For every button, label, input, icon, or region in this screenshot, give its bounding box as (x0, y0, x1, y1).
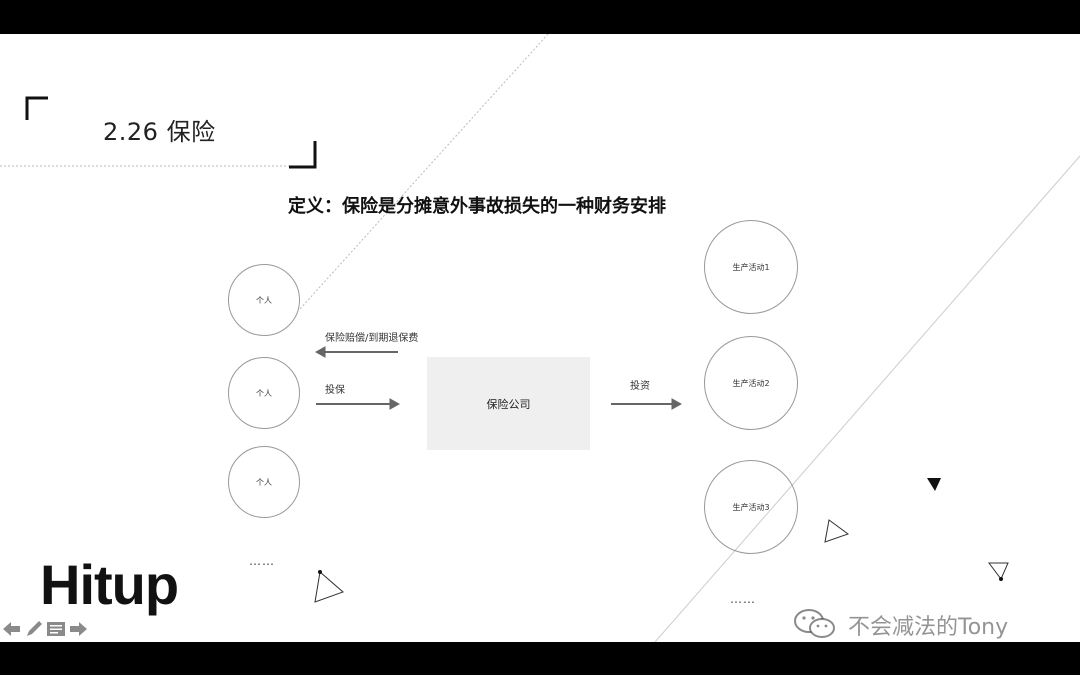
activity-circle-3: 生产活动3 (704, 460, 798, 554)
individual-circle-1: 个人 (228, 264, 300, 336)
activity-circle-2: 生产活动2 (704, 336, 798, 430)
arrow-claims-label: 保险赔偿/到期退保费 (325, 333, 419, 344)
pen-icon[interactable] (24, 620, 44, 638)
corner-bracket-top-left (25, 96, 48, 120)
triangle-decoration-1 (314, 571, 344, 603)
dashed-diagonal-line (299, 34, 549, 310)
arrow-claims (314, 346, 398, 358)
diagonal-line (654, 155, 1080, 642)
arrow-insure-label: 投保 (325, 385, 345, 396)
definition-text: 定义：保险是分摊意外事故损失的一种财务安排 (288, 196, 666, 217)
individual-circle-3: 个人 (228, 446, 300, 518)
activity-label: 生产活动3 (732, 502, 770, 512)
arrow-insure (316, 398, 401, 410)
insurance-company-box: 保险公司 (427, 357, 590, 450)
slide: 2.26 保险 定义：保险是分摊意外事故损失的一种财务安排 个人 个人 个人 …… (0, 34, 1080, 642)
activity-circle-1: 生产活动1 (704, 220, 798, 314)
slide-title: 2.26 保险 (103, 118, 216, 146)
menu-icon[interactable] (46, 620, 66, 638)
activities-ellipsis: …… (730, 592, 756, 606)
individuals-ellipsis: …… (249, 554, 275, 568)
activity-label: 生产活动1 (732, 262, 770, 272)
individual-label: 个人 (256, 388, 272, 398)
individual-circle-2: 个人 (228, 357, 300, 429)
arrow-invest-label: 投资 (630, 381, 650, 392)
arrow-right-icon[interactable] (68, 620, 88, 638)
watermark-text: 不会减法的Tony (848, 615, 1009, 640)
corner-bracket-bottom-right (289, 141, 317, 169)
slide-decoration (0, 34, 1080, 642)
triangle-decoration-3 (927, 478, 941, 491)
wechat-icon (792, 607, 840, 642)
individual-label: 个人 (256, 477, 272, 487)
activity-label: 生产活动2 (732, 378, 770, 388)
arrow-left-icon[interactable] (2, 620, 22, 638)
company-label: 保险公司 (486, 397, 531, 411)
hitup-logo: Hitup (40, 553, 179, 616)
arrow-invest (611, 398, 683, 410)
triangle-decoration-2 (824, 519, 850, 543)
individual-label: 个人 (256, 295, 272, 305)
slideshow-toolbar (2, 620, 88, 638)
triangle-decoration-4 (988, 562, 1009, 580)
